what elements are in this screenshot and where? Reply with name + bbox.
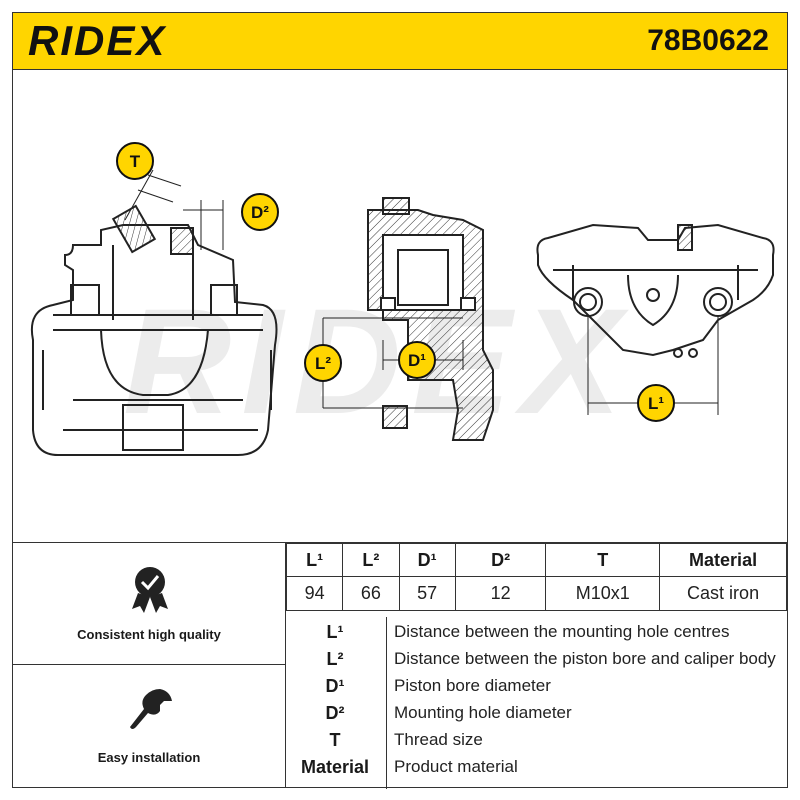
spec-header: T — [545, 543, 661, 577]
badge-l1: L¹ — [637, 384, 675, 422]
spec-value: M10x1 — [545, 576, 661, 611]
svg-text:D²: D² — [251, 203, 269, 222]
legend-desc: Product material — [394, 757, 518, 776]
feature-installation: Easy installation — [13, 665, 286, 787]
spec-header: D¹ — [398, 543, 456, 577]
legend-key: T — [329, 730, 341, 750]
spec-value-row: 94 66 57 12 M10x1 Cast iron — [285, 576, 787, 611]
legend-key: D² — [325, 703, 345, 723]
feature-label: Consistent high quality — [77, 627, 221, 642]
legend-key: Material — [300, 757, 370, 777]
legend-desc: Distance between the piston bore and cal… — [394, 649, 776, 668]
quality-medal-icon — [132, 567, 168, 613]
spec-value: 57 — [398, 576, 456, 611]
spec-header: L¹ — [285, 543, 344, 577]
caliper-top-view — [536, 223, 775, 415]
technical-drawing: RIDEX — [12, 70, 788, 542]
legend-row: D¹ Piston bore diameter — [286, 673, 789, 699]
legend-desc: Piston bore diameter — [394, 676, 551, 695]
legend-desc: Thread size — [394, 730, 483, 749]
spec-header: D² — [454, 543, 547, 577]
legend-key: L¹ — [326, 622, 344, 642]
legend-row: L¹ Distance between the mounting hole ce… — [286, 619, 789, 645]
header-bar: RIDEX 78B0622 — [12, 12, 788, 70]
spec-value: Cast iron — [659, 576, 787, 611]
spec-header: Material — [659, 543, 787, 577]
spec-value: 12 — [454, 576, 547, 611]
spec-legend: L¹ Distance between the mounting hole ce… — [286, 617, 789, 789]
svg-text:D¹: D¹ — [408, 351, 426, 370]
part-number: 78B0622 — [647, 24, 769, 57]
legend-row: T Thread size — [286, 727, 789, 753]
legend-row: Material Product material — [286, 754, 789, 780]
legend-row: D² Mounting hole diameter — [286, 700, 789, 726]
spec-header-row: L¹ L² D¹ D² T Material — [285, 543, 787, 577]
badge-d2: D² — [241, 193, 279, 231]
legend-row: L² Distance between the piston bore and … — [286, 646, 789, 672]
feature-label: Easy installation — [97, 750, 201, 765]
wrench-icon — [130, 689, 172, 729]
legend-divider — [386, 617, 387, 789]
svg-text:L²: L² — [315, 354, 331, 373]
legend-key: L² — [326, 649, 344, 669]
feature-quality: Consistent high quality — [13, 543, 286, 665]
caliper-section-view — [322, 197, 494, 441]
legend-desc: Distance between the mounting hole centr… — [394, 622, 730, 641]
spec-section: Consistent high quality Easy installatio… — [12, 542, 789, 789]
badge-l2: L² — [304, 344, 342, 382]
legend-desc: Mounting hole diameter — [394, 703, 572, 722]
caliper-drawings: T D² L² D¹ L¹ — [31, 142, 775, 456]
legend-key: D¹ — [325, 676, 345, 696]
svg-text:T: T — [130, 152, 141, 171]
spec-value: 94 — [285, 576, 344, 611]
badge-t: T — [116, 142, 154, 180]
svg-text:L¹: L¹ — [648, 394, 664, 413]
spec-table: L¹ L² D¹ D² T Material 94 66 57 12 M10x1… — [285, 543, 787, 611]
spec-value: 66 — [342, 576, 400, 611]
caliper-front-view — [31, 169, 278, 456]
spec-header: L² — [342, 543, 400, 577]
badge-d1: D¹ — [398, 341, 436, 379]
brand-logo: RIDEX — [28, 17, 167, 64]
